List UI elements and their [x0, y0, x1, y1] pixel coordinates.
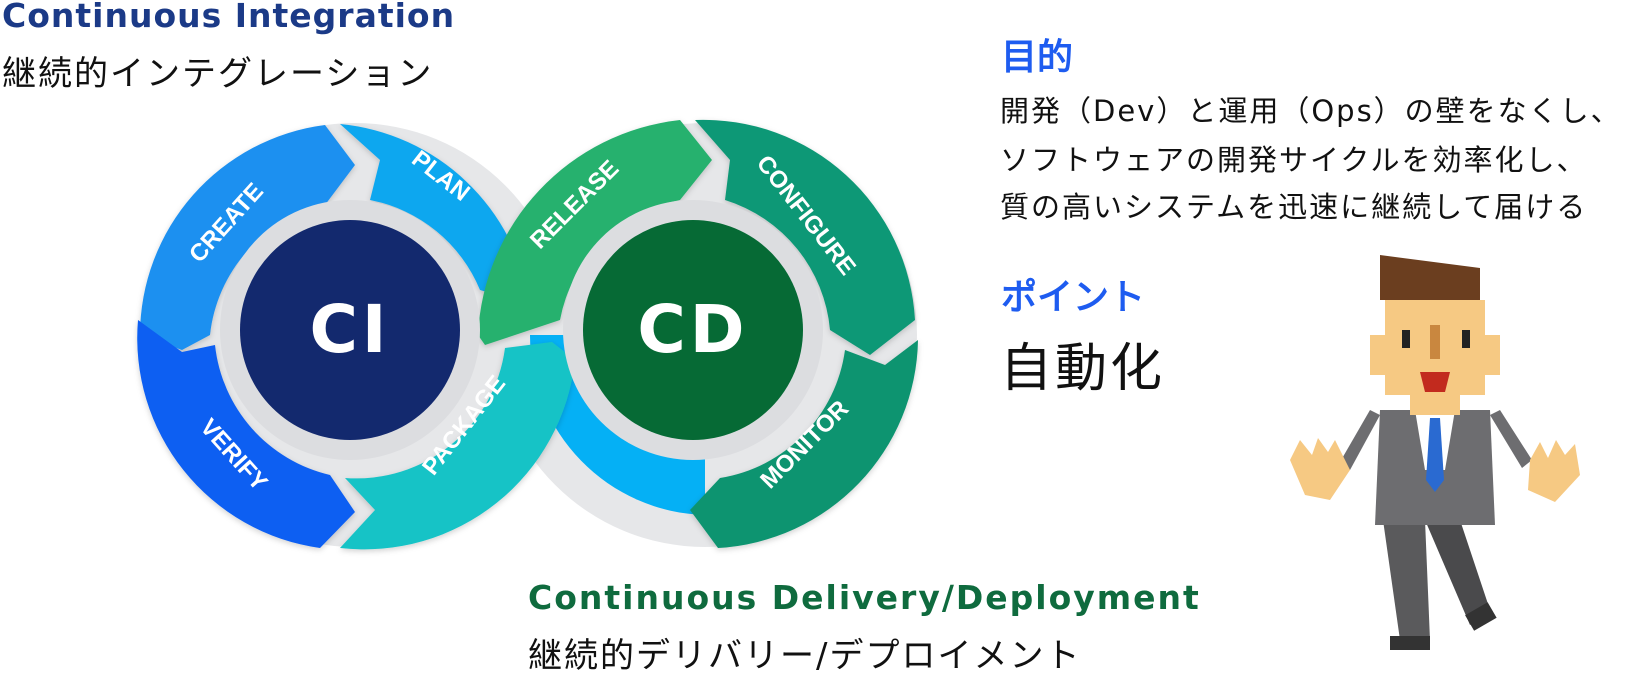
businessman-illustration — [1290, 255, 1580, 650]
cd-title: Continuous Delivery/Deployment — [528, 578, 1201, 617]
package-segment — [340, 342, 575, 550]
configure-segment — [695, 119, 915, 355]
cd-center-circle — [583, 220, 803, 440]
purpose-line: 開発（Dev）と運用（Ops）の壁をなくし、 — [1000, 94, 1622, 128]
cd-subtitle: 継続的デリバリー/デプロイメント — [528, 636, 1082, 676]
plan-segment — [340, 124, 530, 305]
ci-subtitle: 継続的インテグレーション — [2, 54, 434, 94]
ci-title: Continuous Integration — [2, 0, 456, 35]
ci-center-label: CI — [310, 291, 391, 368]
release-segment — [478, 120, 712, 345]
point-heading: ポイント — [1001, 277, 1146, 318]
ci-center-circle — [240, 220, 460, 440]
cd-center-label: CD — [637, 291, 748, 368]
purpose-heading: 目的 — [1001, 37, 1074, 78]
monitor-segment — [690, 340, 918, 548]
create-segment — [140, 125, 355, 350]
purpose-line: ソフトウェアの開発サイクルを効率化し、 — [1000, 143, 1588, 177]
verify-segment — [137, 320, 355, 548]
point-value: 自動化 — [1000, 339, 1166, 399]
purpose-line: 質の高いシステムを迅速に継続して届ける — [1000, 190, 1588, 224]
